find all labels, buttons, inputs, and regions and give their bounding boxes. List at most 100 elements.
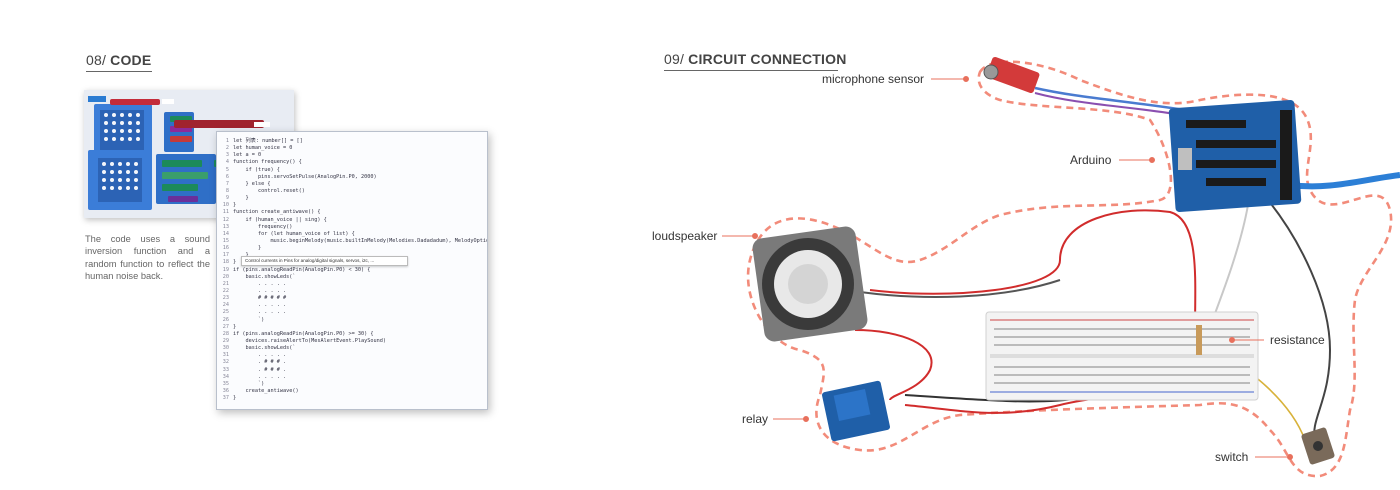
code-line: 25 . . . . . — [217, 309, 487, 316]
code-text: . . . . . — [233, 281, 286, 287]
line-number: 15 — [217, 238, 229, 245]
line-number: 25 — [217, 309, 229, 316]
arduino-board — [1169, 100, 1302, 213]
code-text: pins.servoSetPulse(AnalogPin.P0, 2000) — [233, 174, 377, 180]
label-arduino: Arduino — [1070, 153, 1111, 167]
code-text: for (let human_voice of list) { — [233, 231, 355, 237]
section-title-text: CODE — [110, 52, 151, 68]
line-number: 28 — [217, 331, 229, 338]
line-number: 19 — [217, 267, 229, 274]
code-text: . . . . . — [233, 352, 286, 358]
code-line: 29 devices.raiseAlertTo(MesAlertEvent.Pl… — [217, 338, 487, 345]
title-underline — [86, 71, 152, 72]
code-text: } else { — [233, 181, 270, 187]
line-number: 13 — [217, 224, 229, 231]
code-text: control.reset() — [233, 188, 305, 194]
code-line: 19 if (pins.analogReadPin(AnalogPin.P0) <… — [217, 267, 487, 274]
line-number: 37 — [217, 395, 229, 402]
line-number: 24 — [217, 302, 229, 309]
code-line: 20 basic.showLeds(` — [217, 274, 487, 281]
code-text: basic.showLeds(` — [233, 274, 295, 280]
line-number: 5 — [217, 167, 229, 174]
breadboard — [986, 312, 1258, 400]
code-line: 23 # # # # # — [217, 295, 487, 302]
code-text: if (true) { — [233, 167, 280, 173]
line-number: 11 — [217, 209, 229, 216]
code-text: . . . . . — [233, 309, 286, 315]
line-number: 10 — [217, 202, 229, 209]
code-text: let a = 0 — [233, 152, 261, 158]
code-line: 27} — [217, 324, 487, 331]
code-line: 10} — [217, 202, 487, 209]
code-line: 15 music.beginMelody(music.builtInMelody… — [217, 238, 487, 245]
loudspeaker — [751, 225, 868, 342]
line-number: 26 — [217, 317, 229, 324]
code-text: `) — [233, 381, 264, 387]
code-line: 22 . . . . . — [217, 288, 487, 295]
code-tooltip: Control currents in Pins for analog/digi… — [241, 256, 408, 266]
line-number: 12 — [217, 217, 229, 224]
code-text: if (human_voice || sing) { — [233, 217, 327, 223]
line-number: 35 — [217, 381, 229, 388]
line-number: 20 — [217, 274, 229, 281]
code-text: . . . . . — [233, 302, 286, 308]
code-text: . # # # . — [233, 359, 286, 365]
code-caption: The code uses a sound inversion function… — [85, 233, 210, 283]
code-line: 9 } — [217, 195, 487, 202]
code-line: 8 control.reset() — [217, 188, 487, 195]
line-number: 31 — [217, 352, 229, 359]
code-line: 1 let 列表: number[] = [] — [217, 138, 487, 145]
line-number: 22 — [217, 288, 229, 295]
line-number: 23 — [217, 295, 229, 302]
code-text: let 列表: number[] = [] — [233, 138, 303, 144]
wire-arduino-dark — [1268, 200, 1330, 440]
code-editor-screenshot: 1 let 列表: number[] = [] 2 let human_voice =… — [216, 131, 488, 410]
line-number: 18 — [217, 259, 229, 266]
line-number: 7 — [217, 181, 229, 188]
code-line: 14 for (let human_voice of list) { — [217, 231, 487, 238]
line-number: 8 — [217, 188, 229, 195]
line-number: 17 — [217, 252, 229, 259]
microphone-sensor — [984, 56, 1040, 94]
code-text: `) — [233, 317, 264, 323]
line-number: 21 — [217, 281, 229, 288]
code-text: } — [233, 395, 236, 401]
line-number: 1 — [217, 138, 229, 145]
usb-cable — [1290, 175, 1400, 186]
line-number: 34 — [217, 374, 229, 381]
code-line: 12 if (human_voice || sing) { — [217, 217, 487, 224]
wire-mic-purple — [1035, 93, 1188, 116]
line-number: 2 — [217, 145, 229, 152]
section-number: 08/ — [86, 52, 106, 68]
code-line: 33 . # # # . — [217, 367, 487, 374]
label-microphone-sensor: microphone sensor — [822, 72, 924, 86]
line-number: 32 — [217, 359, 229, 366]
line-number: 16 — [217, 245, 229, 252]
microphone-dot — [964, 77, 969, 82]
code-text: if (pins.analogReadPin(AnalogPin.P0) >= … — [233, 331, 374, 337]
line-number: 29 — [217, 338, 229, 345]
line-number: 33 — [217, 367, 229, 374]
code-text: frequency() — [233, 224, 292, 230]
code-line: 6 pins.servoSetPulse(AnalogPin.P0, 2000) — [217, 174, 487, 181]
code-text: create_antiwave() — [233, 388, 299, 394]
label-switch: switch — [1215, 450, 1248, 464]
label-loudspeaker: loudspeaker — [652, 229, 717, 243]
code-line: 37} — [217, 395, 487, 402]
code-text: if (pins.analogReadPin(AnalogPin.P0) < 3… — [233, 267, 370, 273]
line-number: 36 — [217, 388, 229, 395]
switch — [1301, 427, 1336, 465]
resistance-dot — [1230, 338, 1235, 343]
line-number: 3 — [217, 152, 229, 159]
loudspeaker-dot — [753, 234, 758, 239]
code-line: 5 if (true) { — [217, 167, 487, 174]
code-line: 16 } — [217, 245, 487, 252]
code-line: 30 basic.showLeds(` — [217, 345, 487, 352]
code-text: # # # # # — [233, 295, 286, 301]
code-text: let human_voice = 0 — [233, 145, 292, 151]
code-line: 34 . . . . . — [217, 374, 487, 381]
code-line: 2 let human_voice = 0 — [217, 145, 487, 152]
code-line: 31 . . . . . — [217, 352, 487, 359]
